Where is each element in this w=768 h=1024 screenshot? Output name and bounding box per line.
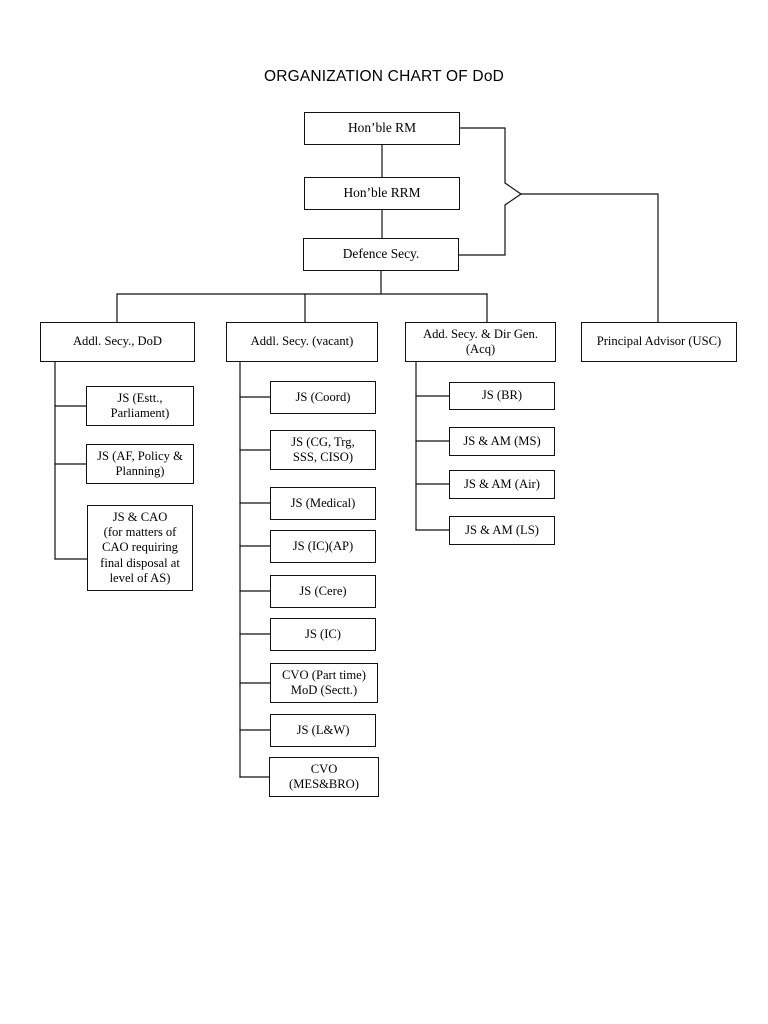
org-node-label: JS (IC) [304, 626, 342, 641]
org-node-label: CVO (Part time)MoD (Sectt.) [282, 667, 366, 697]
org-node-js-med[interactable]: JS (Medical) [270, 487, 376, 520]
org-node-label: Addl. Secy., DoD [72, 334, 163, 349]
org-node-label: JS (IC)(AP) [292, 538, 354, 553]
org-node-label: JS (BR) [481, 388, 523, 403]
org-node-as-dod[interactable]: Addl. Secy., DoD [40, 322, 195, 362]
org-node-label: Defence Secy. [342, 246, 420, 262]
org-node-js-am-ms[interactable]: JS & AM (MS) [449, 427, 555, 456]
page-title: ORGANIZATION CHART OF DoD [263, 68, 505, 85]
org-node-label: JS (L&W) [296, 722, 350, 737]
connector-segment [459, 127, 522, 195]
org-node-cvo-mes[interactable]: CVO(MES&BRO) [269, 757, 379, 797]
org-node-js-cere[interactable]: JS (Cere) [270, 575, 376, 608]
org-node-as-acq[interactable]: Add. Secy. & Dir Gen.(Acq) [405, 322, 556, 362]
org-node-rrm[interactable]: Hon’ble RRM [304, 177, 460, 210]
org-node-js-coord[interactable]: JS (Coord) [270, 381, 376, 414]
org-node-label: Principal Advisor (USC) [596, 334, 722, 349]
org-node-label: JS (Cere) [299, 583, 347, 598]
org-node-js-lw[interactable]: JS (L&W) [270, 714, 376, 747]
org-node-js-cg[interactable]: JS (CG, Trg,SSS, CISO) [270, 430, 376, 470]
org-node-label: JS & AM (Air) [464, 476, 540, 491]
org-node-cvo-mod[interactable]: CVO (Part time)MoD (Sectt.) [270, 663, 378, 703]
org-node-pa-usc[interactable]: Principal Advisor (USC) [581, 322, 737, 362]
org-node-label: JS (CG, Trg,SSS, CISO) [291, 434, 355, 464]
org-node-label: CVO(MES&BRO) [289, 761, 359, 791]
org-node-label: JS (Estt.,Parliament) [110, 390, 170, 420]
org-node-label: JS (AF, Policy &Planning) [97, 448, 183, 478]
org-node-label: Add. Secy. & Dir Gen.(Acq) [423, 326, 538, 356]
org-node-js-ic[interactable]: JS (IC) [270, 618, 376, 651]
org-node-label: Hon’ble RM [347, 120, 417, 136]
connector-segment [458, 193, 522, 256]
org-node-js-icap[interactable]: JS (IC)(AP) [270, 530, 376, 563]
org-node-label: JS & AM (MS) [463, 433, 541, 448]
org-node-label: Addl. Secy. (vacant) [250, 334, 354, 349]
org-node-label: JS & AM (LS) [465, 522, 539, 537]
org-node-js-am-air[interactable]: JS & AM (Air) [449, 470, 555, 499]
connector-segment [520, 193, 659, 323]
org-node-label: JS (Medical) [290, 495, 356, 510]
org-node-as-vacant[interactable]: Addl. Secy. (vacant) [226, 322, 378, 362]
org-node-js-estt[interactable]: JS (Estt.,Parliament) [86, 386, 194, 426]
org-node-dsecy[interactable]: Defence Secy. [303, 238, 459, 271]
org-node-js-af[interactable]: JS (AF, Policy &Planning) [86, 444, 194, 484]
org-node-label: JS (Coord) [295, 389, 351, 404]
org-node-rm[interactable]: Hon’ble RM [304, 112, 460, 145]
org-node-js-br[interactable]: JS (BR) [449, 382, 555, 410]
org-node-js-am-ls[interactable]: JS & AM (LS) [449, 516, 555, 545]
org-node-label: Hon’ble RRM [343, 185, 421, 201]
